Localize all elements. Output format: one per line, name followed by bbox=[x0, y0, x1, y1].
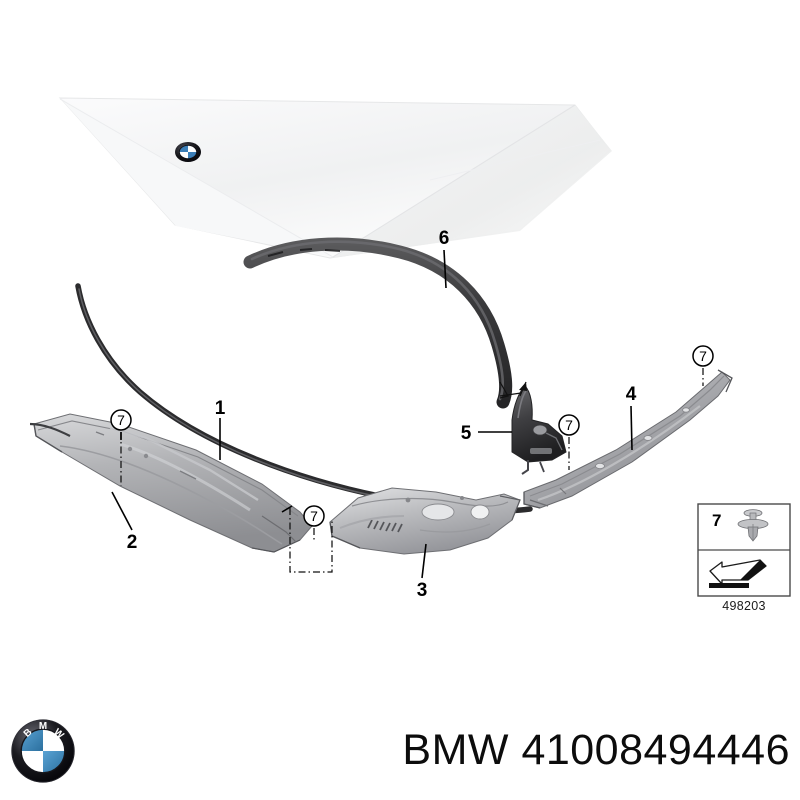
part-6-seal-strip-curved bbox=[243, 237, 513, 409]
callout-6-label: 6 bbox=[439, 228, 450, 249]
callout-4-label: 4 bbox=[626, 384, 637, 405]
clip-callout-b: 7 bbox=[303, 505, 325, 527]
legend-box: 7 498203 bbox=[697, 503, 791, 613]
hood-panel bbox=[58, 97, 612, 259]
clip-callout-a: 7 bbox=[110, 409, 132, 431]
clip-callout-d-label: 7 bbox=[699, 348, 707, 364]
part-4-trim-rail-right bbox=[523, 369, 733, 509]
clip-callout-group: 7 7 7 7 bbox=[110, 345, 714, 527]
footer: B M W BMW 41008494446 bbox=[0, 700, 800, 800]
part-2-cowl-panel-left bbox=[29, 413, 313, 553]
callout-2: 2 bbox=[111, 491, 138, 553]
clip-callout-c-label: 7 bbox=[565, 417, 573, 433]
part-3-cowl-cover-center bbox=[329, 487, 521, 555]
callout-6: 6 bbox=[439, 228, 450, 289]
clip-callout-d: 7 bbox=[692, 345, 714, 367]
callout-2-label: 2 bbox=[127, 532, 138, 553]
callout-5: 5 bbox=[461, 423, 512, 444]
clip-callout-b-label: 7 bbox=[310, 508, 318, 524]
callout-group: 1 2 3 4 5 6 bbox=[111, 228, 637, 601]
install-direction-arrow-icon bbox=[709, 559, 767, 588]
legend-code: 498203 bbox=[722, 599, 766, 613]
clip-leader-lines bbox=[120, 368, 704, 573]
expanding-rivet-icon bbox=[737, 509, 769, 542]
callout-3: 3 bbox=[417, 543, 428, 601]
clip-callout-c: 7 bbox=[558, 414, 580, 436]
hood-bmw-badge-icon bbox=[175, 142, 201, 162]
legend-part-number: 7 bbox=[712, 511, 721, 530]
callout-1-label: 1 bbox=[215, 398, 226, 419]
part-5-hinge-bracket-cover bbox=[499, 381, 567, 475]
clip-callout-a-label: 7 bbox=[117, 412, 125, 428]
bmw-logo-letter-m: M bbox=[39, 721, 47, 732]
callout-5-label: 5 bbox=[461, 423, 472, 444]
footer-caption: BMW 41008494446 bbox=[402, 725, 790, 774]
bmw-logo-icon: B M W bbox=[11, 719, 75, 783]
callout-3-label: 3 bbox=[417, 580, 428, 601]
callout-1: 1 bbox=[215, 398, 226, 460]
callout-4: 4 bbox=[626, 384, 637, 451]
